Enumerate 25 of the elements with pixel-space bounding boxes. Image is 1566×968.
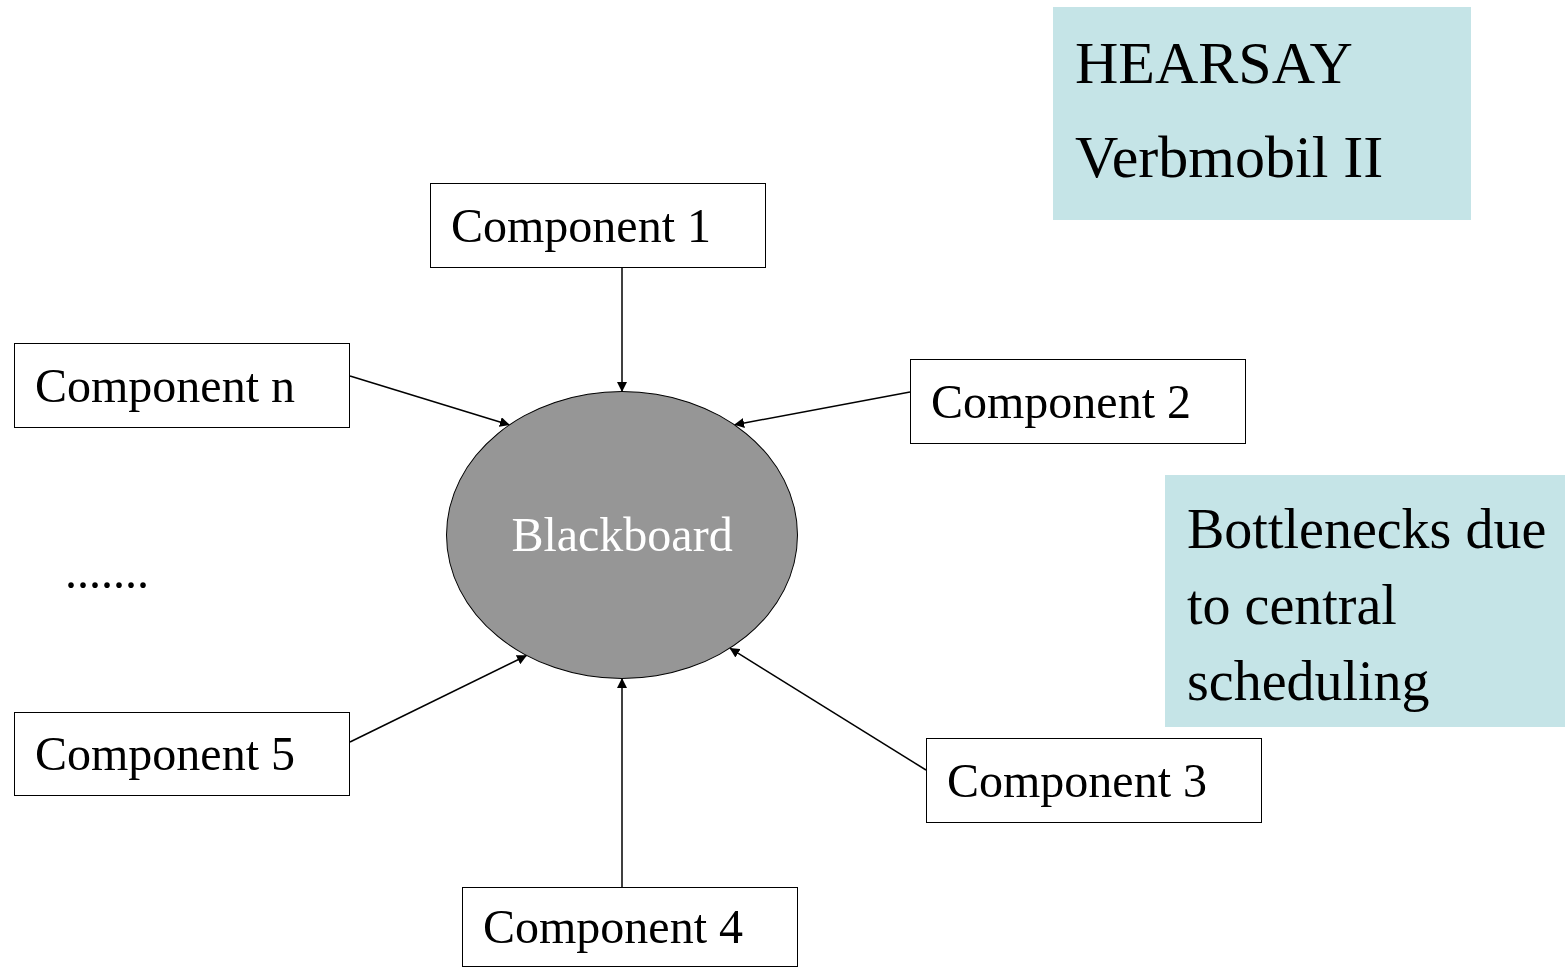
node-label: Blackboard: [511, 511, 733, 559]
component-box: [14, 712, 350, 796]
component-box: [462, 887, 798, 967]
node-label: Component n: [35, 361, 295, 410]
arrow: [617, 678, 627, 888]
node-label: Component 1: [451, 201, 711, 250]
ellipsis-label: .......: [65, 548, 149, 596]
arrow: [729, 647, 927, 771]
node-label: Component 4: [483, 903, 743, 951]
arrow: [617, 267, 627, 392]
arrow: [349, 655, 528, 743]
note-text: HEARSAY: [1075, 29, 1354, 98]
node-label: Component 2: [931, 377, 1191, 426]
note-panel: [1053, 7, 1471, 220]
note-text: Bottlenecks due to central scheduling: [1187, 497, 1548, 714]
node-label: Component 3: [947, 756, 1207, 805]
component-box: [926, 738, 1262, 823]
note-panel: [1165, 475, 1565, 727]
component-box: [430, 183, 766, 268]
note-text: Verbmobil II: [1075, 123, 1385, 192]
component-box: [910, 359, 1246, 444]
arrow: [734, 391, 911, 428]
arrow: [349, 375, 510, 427]
component-box: [14, 343, 350, 428]
node-label: Component 5: [35, 730, 295, 778]
